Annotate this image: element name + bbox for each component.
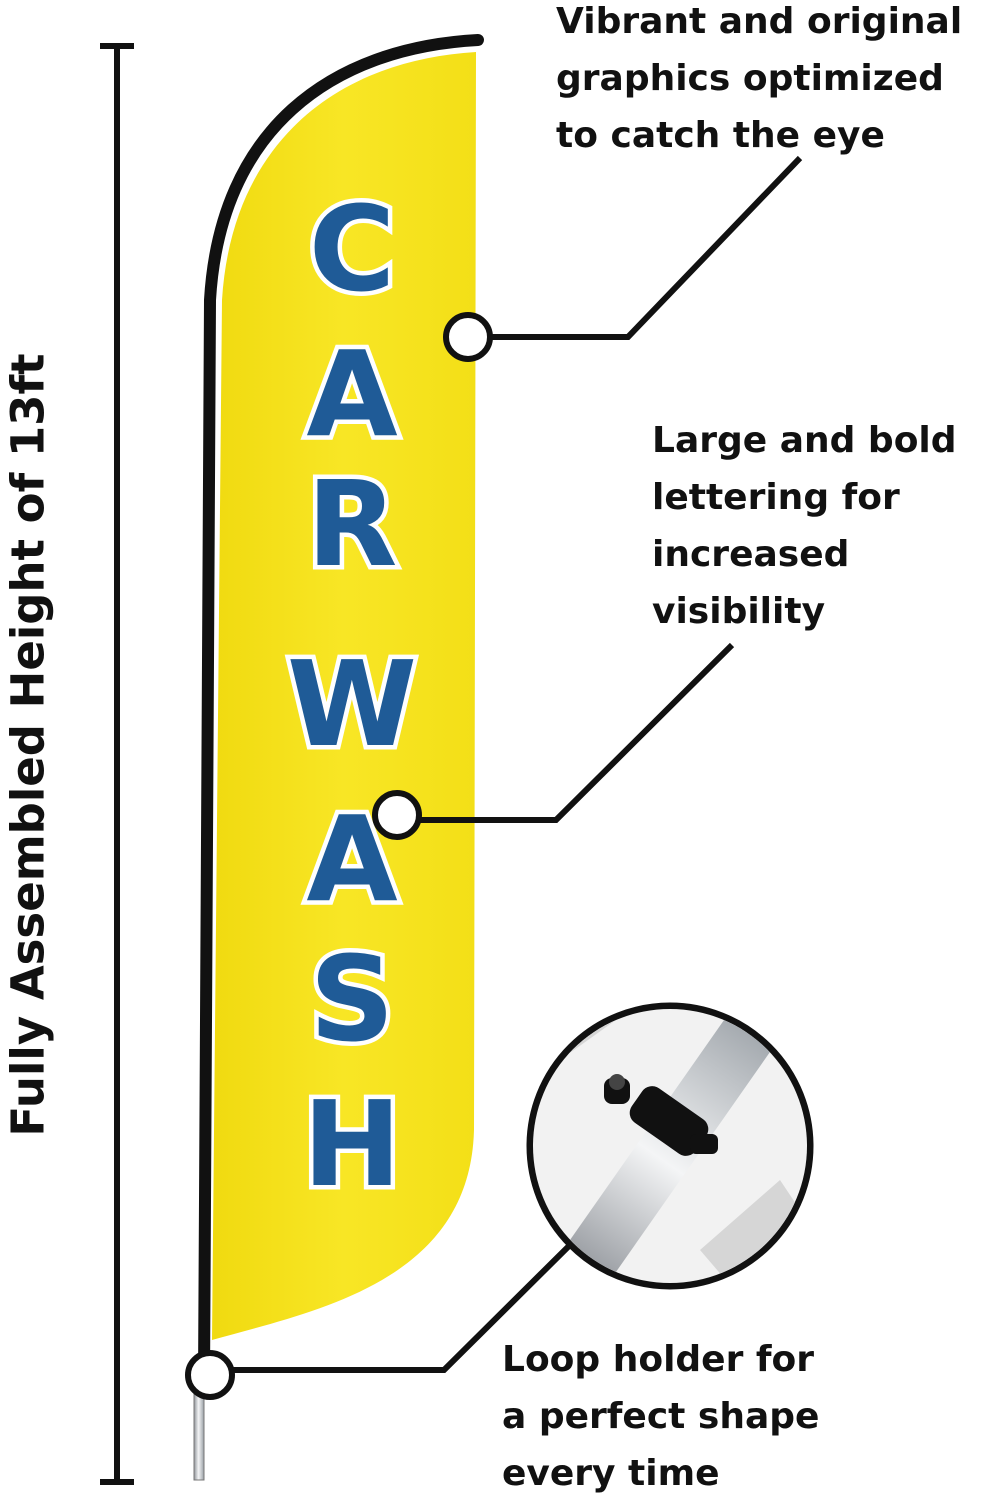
height-label: Fully Assembled Height of 13ft (1, 353, 55, 1137)
callout-graphics: Vibrant and original graphics optimized … (556, 0, 962, 165)
callout-text: graphics optimized (556, 57, 944, 99)
callout-loop-holder: Loop holder for a perfect shape every ti… (502, 1332, 819, 1503)
callout-text: lettering for (652, 476, 900, 518)
flag-letter: R (307, 455, 398, 593)
callout-text: Vibrant and original (556, 1, 963, 42)
flag-letter: W (287, 635, 417, 773)
flag-letter: A (306, 325, 397, 463)
flag-letter: H (303, 1075, 402, 1213)
flag-letter: S (310, 930, 395, 1068)
callout-text: Large and bold (652, 420, 957, 461)
flag-letter: C (309, 180, 396, 318)
callout-marker (185, 1350, 235, 1400)
callout-text: Loop holder for (502, 1339, 815, 1380)
callout-text: every time (502, 1452, 720, 1494)
callout-connectors (185, 155, 803, 1400)
flag-letters: C A R W A S H (282, 176, 421, 1218)
flag-fabric (212, 52, 476, 1340)
loop-holder-detail-image (526, 1002, 814, 1290)
callout-text: visibility (652, 590, 826, 632)
callout-text: to catch the eye (556, 114, 885, 156)
callout-text: a perfect shape (502, 1395, 820, 1437)
callout-marker (443, 312, 493, 362)
callout-marker (372, 790, 422, 840)
callout-text: increased (652, 533, 850, 575)
height-dimension-bar (100, 43, 134, 1485)
callout-lettering: Large and bold lettering for increased v… (652, 413, 957, 641)
